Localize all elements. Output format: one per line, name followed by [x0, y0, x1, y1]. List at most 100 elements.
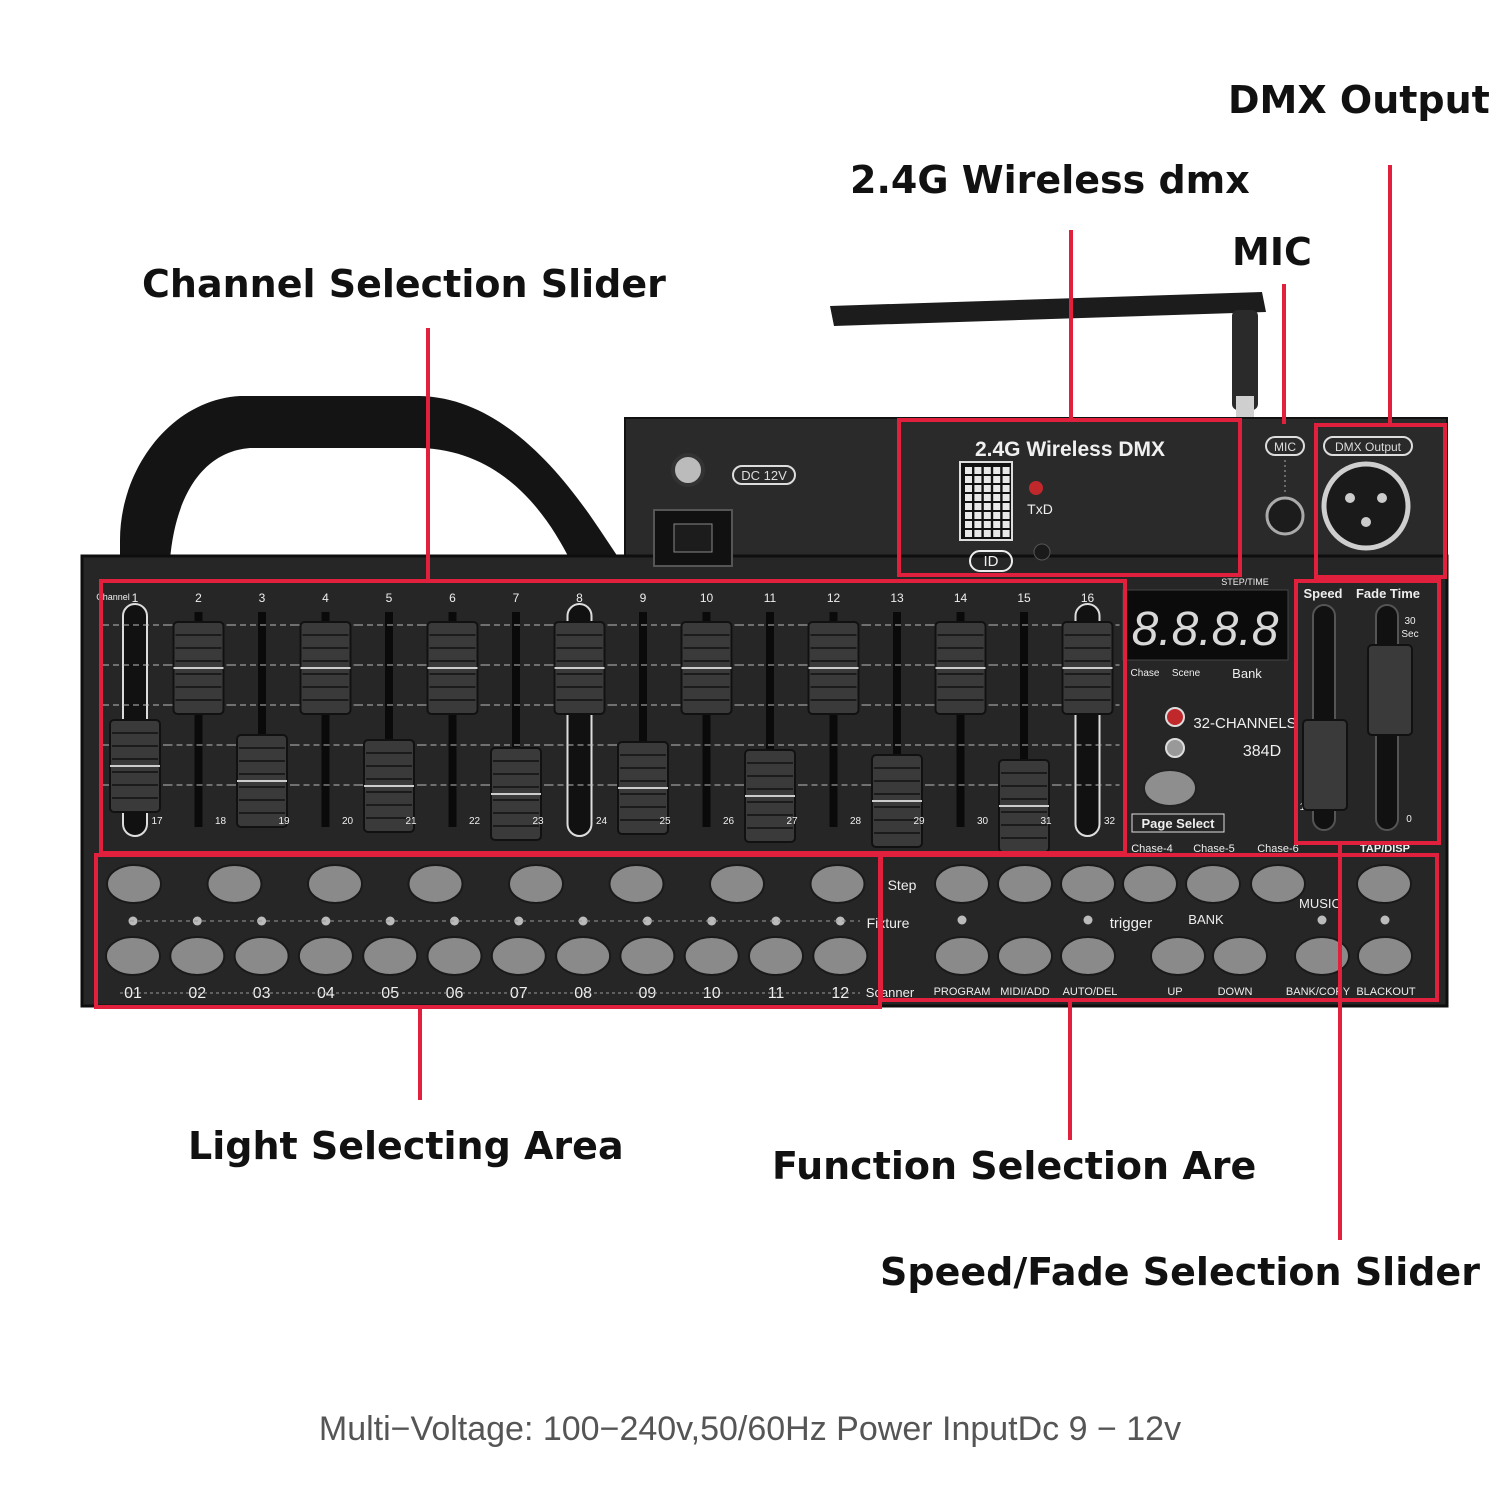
- scanner-button[interactable]: [169, 936, 226, 976]
- indicator-led: [1317, 915, 1327, 925]
- id-matrix-dot: [965, 512, 972, 519]
- scene-button[interactable]: [809, 864, 866, 904]
- id-matrix-dot: [974, 530, 982, 537]
- scene-button[interactable]: [307, 864, 363, 904]
- id-matrix-dot: [993, 503, 1001, 510]
- trigger-label: trigger: [1110, 915, 1153, 932]
- id-matrix-dot: [965, 476, 972, 483]
- dc-label: DC 12V: [741, 468, 787, 483]
- id-matrix-dot: [993, 512, 1001, 519]
- channel-number-bottom: 23: [532, 816, 544, 827]
- scanner-button[interactable]: [619, 936, 676, 976]
- chase-button[interactable]: [934, 864, 990, 904]
- indicator-led: [1083, 915, 1093, 925]
- fade-slider-knob[interactable]: [1367, 644, 1413, 736]
- id-matrix-dot: [983, 467, 991, 474]
- indicator-led: [707, 916, 717, 926]
- speed-slider-knob[interactable]: [1302, 719, 1348, 811]
- scene-indicator: Scene: [1172, 668, 1201, 679]
- id-button[interactable]: [1033, 543, 1051, 561]
- id-matrix-dot: [965, 521, 972, 528]
- scanner-button[interactable]: [426, 936, 483, 976]
- channel-number-top: 9: [640, 591, 647, 605]
- fader-track: [1020, 612, 1028, 827]
- page-a-led: [1165, 707, 1185, 727]
- function-button[interactable]: [1357, 936, 1413, 976]
- function-button[interactable]: [1212, 936, 1268, 976]
- scene-button[interactable]: [106, 864, 162, 904]
- scene-button[interactable]: [608, 864, 665, 904]
- scanner-button[interactable]: [683, 936, 740, 976]
- id-matrix-dot: [965, 494, 972, 501]
- fader-track: [956, 612, 965, 827]
- channel-number-top: 16: [1081, 591, 1095, 605]
- chase-button[interactable]: [997, 864, 1053, 904]
- chase-button[interactable]: [1356, 864, 1412, 904]
- callout-function-selection-area: Function Selection Are: [772, 1144, 1257, 1188]
- page-select-button[interactable]: [1143, 769, 1197, 807]
- fade-30-label: 30: [1404, 616, 1416, 627]
- scanner-number: 06: [446, 985, 464, 1002]
- txd-label: TxD: [1027, 501, 1053, 517]
- scene-button[interactable]: [407, 864, 464, 904]
- channel-number-top: 3: [259, 591, 266, 605]
- id-matrix-dot: [993, 485, 1001, 492]
- chase-button[interactable]: [1060, 864, 1116, 904]
- scanner-button[interactable]: [812, 936, 869, 976]
- channel-number-bottom: 22: [469, 816, 481, 827]
- scene-button[interactable]: [206, 864, 263, 904]
- scanner-button[interactable]: [297, 936, 354, 976]
- function-button[interactable]: [934, 936, 990, 976]
- indicator-led: [514, 916, 524, 926]
- scanner-button[interactable]: [105, 936, 161, 976]
- scanner-button[interactable]: [490, 936, 547, 976]
- indicator-led: [385, 916, 395, 926]
- txd-led: [1029, 481, 1043, 495]
- id-matrix-dot: [965, 530, 972, 537]
- callout-light-selecting-area: Light Selecting Area: [188, 1124, 624, 1168]
- channel-number-bottom: 29: [913, 816, 925, 827]
- id-matrix-dot: [974, 485, 982, 492]
- scanner-button[interactable]: [555, 936, 612, 976]
- chase-button[interactable]: [1122, 864, 1178, 904]
- channel-number-bottom: 31: [1040, 816, 1052, 827]
- scanner-button[interactable]: [233, 936, 290, 976]
- callout-speed-fade-selection-slider: Speed/Fade Selection Slider: [880, 1250, 1480, 1294]
- channel-number-top: 8: [576, 591, 583, 605]
- scanner-button[interactable]: [748, 936, 804, 976]
- function-button[interactable]: [1060, 936, 1116, 976]
- function-button[interactable]: [997, 936, 1053, 976]
- mic-input[interactable]: [1265, 496, 1305, 536]
- function-button[interactable]: [1150, 936, 1206, 976]
- chase-button[interactable]: [1185, 864, 1241, 904]
- step-time-label: STEP/TIME: [1221, 577, 1269, 587]
- dc-jack[interactable]: [671, 453, 705, 487]
- scanner-button[interactable]: [362, 936, 419, 976]
- channel-number-top: 14: [954, 591, 968, 605]
- fader-track: [829, 612, 838, 827]
- scene-button[interactable]: [709, 864, 765, 904]
- carry-handle: [120, 396, 620, 560]
- highlight-dmx-output: [1314, 423, 1447, 579]
- chase-button[interactable]: [1250, 864, 1306, 904]
- function-button[interactable]: [1294, 936, 1350, 976]
- id-matrix-dot: [993, 476, 1001, 483]
- indicator-led: [771, 916, 781, 926]
- id-matrix-dot: [983, 503, 991, 510]
- channel-number-top: 4: [322, 591, 329, 605]
- dmx-output-label: DMX Output: [1335, 440, 1402, 454]
- leader-lines: [418, 165, 1392, 1240]
- channel-number-bottom: 27: [786, 816, 798, 827]
- scene-button[interactable]: [508, 864, 564, 904]
- function-label: AUTO/DEL: [1063, 986, 1118, 998]
- channel-number-bottom: 30: [977, 816, 989, 827]
- channel-number-bottom: 32: [1104, 816, 1116, 827]
- channel-number-top: 12: [827, 591, 841, 605]
- channel-number-top: 10: [700, 591, 714, 605]
- model-label: 384D: [1243, 743, 1281, 760]
- antenna-icon: [830, 292, 1266, 418]
- id-matrix-dot: [974, 503, 982, 510]
- dmx-output-connector[interactable]: [1321, 461, 1411, 551]
- display-readout: 8.8.8.8: [1132, 603, 1279, 656]
- channel-number-top: 1: [132, 591, 139, 605]
